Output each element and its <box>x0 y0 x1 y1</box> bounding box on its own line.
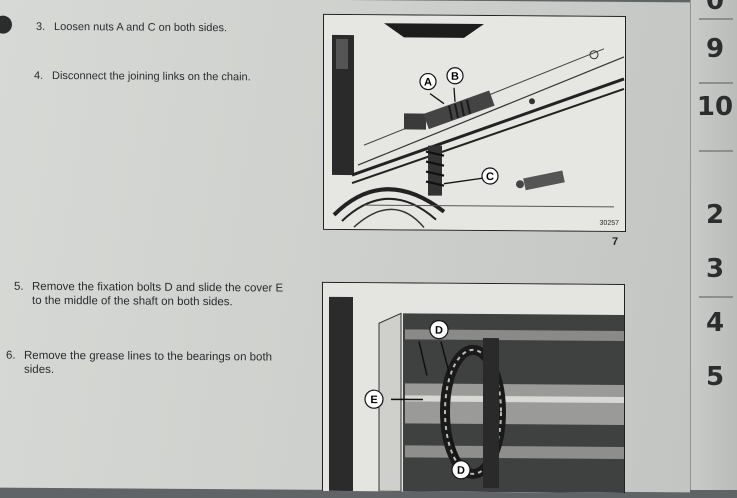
step-number: 6. <box>6 349 24 363</box>
step-text-cont: sides. <box>24 364 54 376</box>
step-text: Remove the grease lines to the bearings … <box>24 350 272 364</box>
figure-2-drawing: D E D <box>323 283 624 493</box>
step-6: 6.Remove the grease lines to the bearing… <box>6 349 272 379</box>
manual-page: 3.Loosen nuts A and C on both sides. 4.D… <box>0 0 690 492</box>
tab-label[interactable]: 5 <box>695 362 735 392</box>
step-3: 3.Loosen nuts A and C on both sides. <box>36 20 227 35</box>
figure-code: 30257 <box>600 220 619 227</box>
step-5: 5.Remove the fixation bolts D and slide … <box>14 280 283 310</box>
step-4: 4.Disconnect the joining links on the ch… <box>34 69 251 85</box>
step-text-cont: to the middle of the shaft on both sides… <box>32 295 233 308</box>
tab-divider <box>699 82 733 84</box>
step-number: 3. <box>36 20 54 34</box>
callout-d-bottom-label: D <box>457 465 465 477</box>
step-text: Disconnect the joining links on the chai… <box>52 70 251 83</box>
callout-a-label: A <box>424 77 432 89</box>
tab-label[interactable]: 4 <box>695 308 735 338</box>
tab-label[interactable]: 0 <box>695 0 735 16</box>
figure-1-drawing: A B C <box>324 15 625 231</box>
figure-chain-tensioner: A B C 30257 <box>323 14 626 232</box>
tab-label[interactable]: 9 <box>695 34 735 64</box>
figure-shaft-cover: D E D <box>322 282 625 493</box>
step-number: 5. <box>14 280 32 294</box>
callout-c-label: C <box>486 171 494 183</box>
tab-label[interactable]: 2 <box>695 200 735 230</box>
tab-label[interactable]: 3 <box>695 254 735 284</box>
figure-number: 7 <box>612 236 618 248</box>
binder-hole <box>0 16 12 34</box>
tab-label[interactable]: 10 <box>695 92 735 122</box>
tab-divider <box>699 296 733 298</box>
index-tabs: 0 9 10 2 3 4 5 <box>690 0 737 490</box>
step-number: 4. <box>34 69 52 83</box>
callout-b-label: B <box>451 71 459 83</box>
tab-divider <box>699 18 733 20</box>
callout-d-top-label: D <box>435 325 443 337</box>
tab-divider <box>699 150 733 152</box>
callout-e-label: E <box>370 394 377 406</box>
step-text: Loosen nuts A and C on both sides. <box>54 21 227 34</box>
step-text: Remove the fixation bolts D and slide th… <box>32 281 283 295</box>
